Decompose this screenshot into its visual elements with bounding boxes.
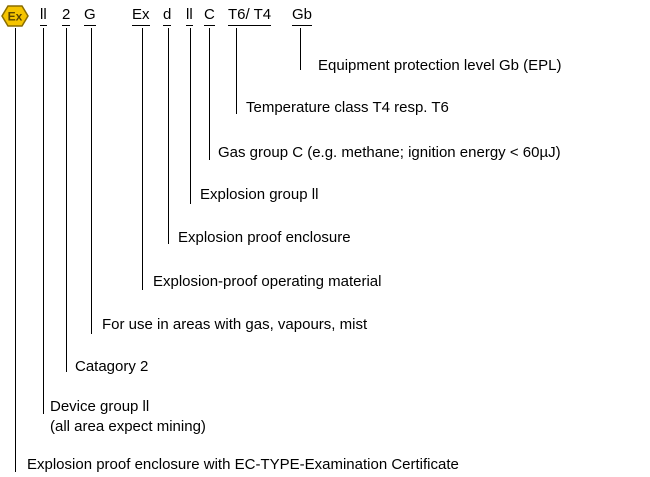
leader-ex-symbol <box>15 28 16 472</box>
desc-ex: Explosion-proof operating material <box>153 273 382 290</box>
leader-protection-type <box>168 28 169 244</box>
ex-hexagon-icon: Ex <box>1 5 29 27</box>
desc-category: Catagory 2 <box>75 358 149 375</box>
ex-logo-text: Ex <box>8 10 23 24</box>
code-protection-type: d <box>163 6 172 26</box>
code-gas-group: C <box>204 6 215 26</box>
leader-explosion-group <box>190 28 191 204</box>
desc-epl: Equipment protection level Gb (EPL) <box>318 57 562 74</box>
code-category: 2 <box>62 6 71 26</box>
ex-logo-hexagon <box>1 5 29 27</box>
code-explosion-group: ll <box>186 6 193 26</box>
leader-atmosphere <box>91 28 92 334</box>
desc-ex-symbol: Explosion proof enclosure with EC-TYPE-E… <box>27 456 459 473</box>
code-atmosphere: G <box>84 6 96 26</box>
desc-protection-type: Explosion proof enclosure <box>178 229 351 246</box>
leader-epl <box>300 28 301 70</box>
code-device-group: ll <box>40 6 47 26</box>
desc-temperature-class: Temperature class T4 resp. T6 <box>246 99 449 116</box>
desc-device-group-line1: Device group ll <box>50 398 150 415</box>
desc-gas-group: Gas group C (e.g. methane; ignition ener… <box>218 144 561 161</box>
code-temperature-class: T6/ T4 <box>228 6 272 26</box>
code-epl: Gb <box>292 6 313 26</box>
desc-device-group-line2: (all area expect mining) <box>50 418 206 435</box>
desc-atmosphere: For use in areas with gas, vapours, mist <box>102 316 368 333</box>
leader-ex <box>142 28 143 290</box>
desc-explosion-group: Explosion group ll <box>200 186 319 203</box>
code-ex: Ex <box>132 6 150 26</box>
leader-device-group <box>43 28 44 414</box>
leader-gas-group <box>209 28 210 160</box>
leader-category <box>66 28 67 372</box>
leader-temperature-class <box>236 28 237 114</box>
